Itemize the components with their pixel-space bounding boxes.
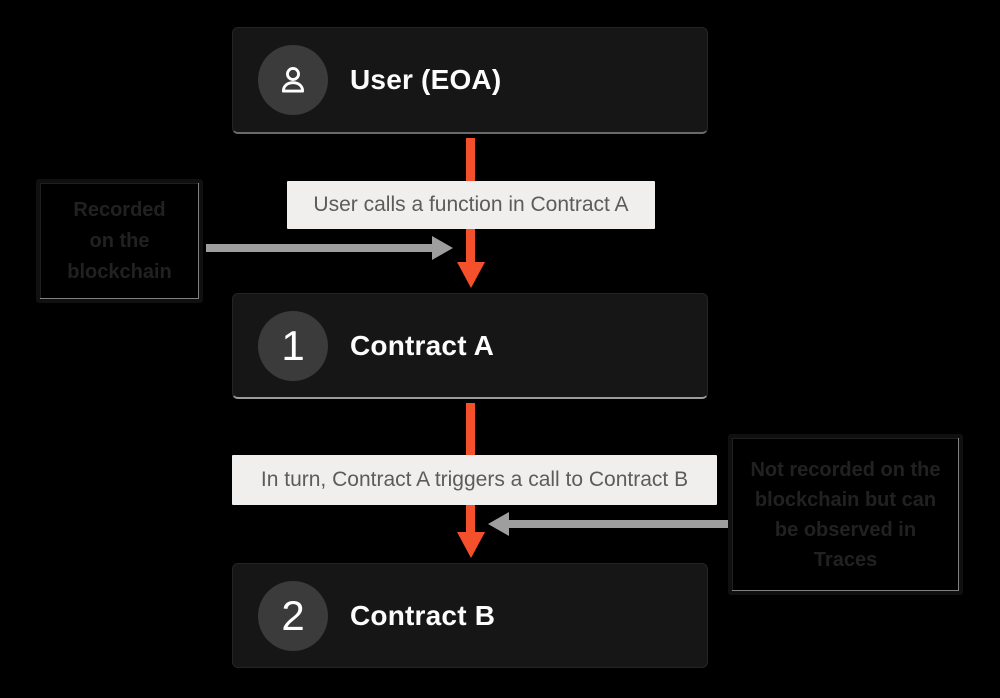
flow-label-a-triggers-b: In turn, Contract A triggers a call to C… xyxy=(232,455,717,505)
step-number: 1 xyxy=(281,321,305,369)
node-title-user: User (EOA) xyxy=(350,64,502,95)
step-2-circle: 2 xyxy=(258,580,328,651)
node-title-contract-a: Contract A xyxy=(350,329,495,361)
node-user-eoa: User (EOA) xyxy=(232,27,708,134)
user-avatar-circle xyxy=(258,45,328,115)
callout-line: Not recorded on the xyxy=(750,458,941,481)
flow-arrowhead-a-to-b xyxy=(457,532,485,558)
pointer-arrow-recorded xyxy=(206,244,432,252)
node-contract-a: 1 Contract A xyxy=(232,293,708,399)
callout-line: blockchain but can xyxy=(754,488,937,511)
flow-arrowhead-user-to-a xyxy=(457,262,485,288)
step-number: 2 xyxy=(281,591,305,639)
step-1-circle: 1 xyxy=(258,310,328,381)
callout-line: blockchain xyxy=(67,260,172,283)
flow-label-user-calls-a: User calls a function in Contract A xyxy=(287,181,655,229)
callout-line: Recorded xyxy=(73,198,166,221)
pointer-arrowhead-not-recorded xyxy=(488,512,509,536)
callout-recorded-on-blockchain: Recorded on the blockchain xyxy=(36,179,203,303)
callout-line: be observed in xyxy=(774,518,917,541)
user-icon xyxy=(281,67,305,93)
pointer-arrowhead-recorded xyxy=(432,236,453,260)
node-title-contract-b: Contract B xyxy=(350,599,496,631)
callout-not-recorded-traces: Not recorded on the blockchain but can b… xyxy=(728,434,963,595)
callout-line: on the xyxy=(89,229,150,252)
node-contract-b: 2 Contract B xyxy=(232,563,708,668)
pointer-arrow-not-recorded xyxy=(509,520,730,528)
callout-line: Traces xyxy=(813,548,878,571)
